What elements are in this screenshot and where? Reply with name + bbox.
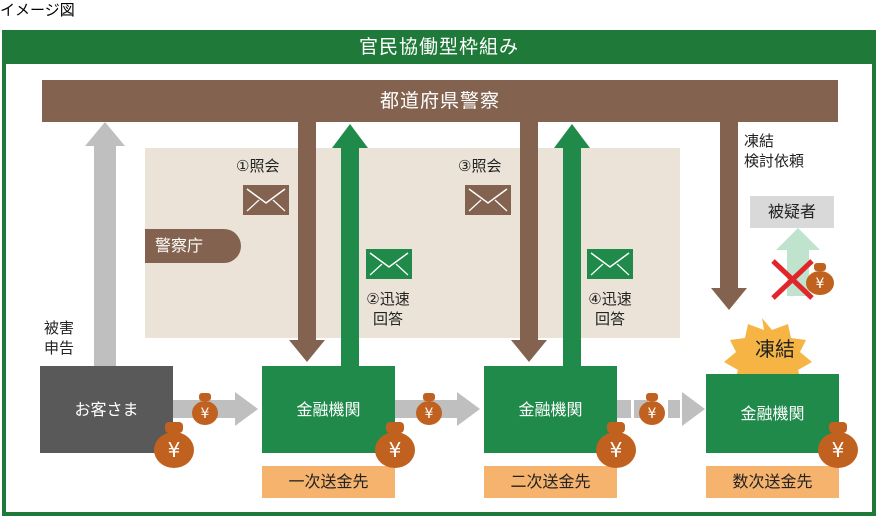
money-bag-icon: ¥ [596, 422, 636, 468]
inquiry-label-3: ③照会 [458, 157, 502, 175]
freeze-label: 凍結 [755, 337, 795, 361]
reply-arrow-2 [332, 124, 368, 368]
inquiry-arrow-1 [289, 122, 325, 362]
framework-title: 官民協働型枠組み [2, 30, 876, 64]
money-bag-icon: ¥ [416, 393, 442, 425]
money-bag-yen: ¥ [610, 438, 623, 462]
money-bag-yen: ¥ [201, 406, 210, 422]
money-bag-yen: ¥ [832, 438, 845, 462]
money-bag-yen: ¥ [389, 438, 402, 462]
reply-label-4-line2: 回答 [594, 310, 625, 328]
reply-label-4-line1: ④迅速 [588, 290, 632, 308]
blocked-cross-icon [771, 259, 814, 300]
reply-label-4: ④迅速 回答 [574, 289, 646, 329]
inquiry-arrow-3 [511, 122, 547, 362]
money-bag-yen: ¥ [425, 406, 434, 422]
damage-report-label: 被害 申告 [44, 318, 74, 358]
prefectural-police-bar: 都道府県警察 [42, 80, 838, 122]
envelope-icon [243, 185, 289, 215]
money-bag-yen: ¥ [168, 438, 181, 462]
reply-label-2: ②迅速 回答 [352, 289, 424, 329]
reply-arrow-4 [554, 124, 590, 368]
freeze-request-arrow [711, 122, 747, 310]
damage-report-arrow [85, 122, 125, 368]
money-bag-yen: ¥ [648, 406, 657, 422]
money-bag-icon: ¥ [806, 263, 834, 295]
inquiry-label-1: ①照会 [236, 157, 280, 175]
bank-box-1: 金融機関 [262, 366, 395, 453]
money-bag-icon: ¥ [192, 393, 218, 425]
reply-label-2-line2: 回答 [372, 310, 403, 328]
destination-label-1: 一次送金先 [262, 466, 395, 498]
damage-report-line2: 申告 [44, 339, 75, 357]
freeze-request-line2: 検討依頼 [744, 152, 805, 170]
money-bag-icon: ¥ [639, 393, 665, 425]
freeze-request-label: 凍結 検討依頼 [744, 131, 804, 171]
money-bag-icon: ¥ [375, 422, 415, 468]
suspect-box: 被疑者 [750, 196, 834, 228]
diagram-caption: イメージ図 [0, 1, 75, 19]
envelope-icon [465, 185, 511, 215]
destination-label-3: 数次送金先 [706, 466, 839, 498]
freeze-request-line1: 凍結 [744, 132, 775, 150]
reply-label-2-line1: ②迅速 [366, 290, 410, 308]
money-bag-icon: ¥ [818, 422, 858, 468]
damage-report-line1: 被害 [44, 319, 75, 337]
destination-label-2: 二次送金先 [484, 466, 617, 498]
money-bag-icon: ¥ [154, 422, 194, 468]
npa-label: 警察庁 [145, 229, 241, 263]
envelope-icon [366, 249, 412, 279]
bank-box-3: 金融機関 [706, 374, 839, 453]
customer-box: お客さま [40, 366, 173, 453]
envelope-icon [587, 249, 633, 279]
bank-box-2: 金融機関 [484, 366, 617, 453]
money-bag-yen: ¥ [816, 276, 825, 292]
